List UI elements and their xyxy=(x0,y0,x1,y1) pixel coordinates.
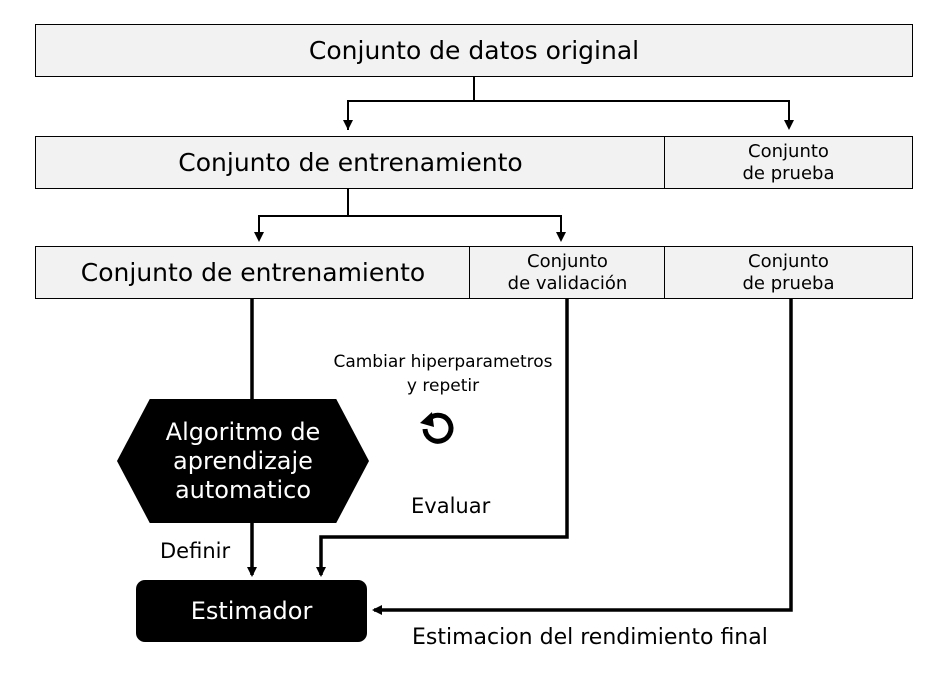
original-dataset-label: Conjunto de datos original xyxy=(308,36,640,65)
split-connector-2 xyxy=(254,188,349,242)
refresh-icon xyxy=(420,412,454,444)
training-set-label-1: Conjunto de entrenamiento xyxy=(178,148,523,177)
training-set-label-2: Conjunto de entrenamiento xyxy=(80,258,426,287)
ml-algorithm-label: Algoritmo de aprendizaje automatico xyxy=(165,417,321,504)
validation-set-label: Conjunto de validación xyxy=(507,250,628,294)
test-set-box-2: Conjunto de prueba xyxy=(664,246,913,299)
hyperparams-label: Cambiar hiperparametros y repetir xyxy=(333,352,553,396)
test-set-label-1: Conjunto de prueba xyxy=(742,140,835,184)
original-dataset-box: Conjunto de datos original xyxy=(35,24,913,77)
evaluate-arrow xyxy=(316,298,569,577)
test-set-label-2: Conjunto de prueba xyxy=(742,250,835,294)
evaluate-label: Evaluar xyxy=(411,494,491,518)
define-label: Definir xyxy=(160,539,231,563)
final-estimate-label: Estimacion del rendimiento final xyxy=(412,625,768,650)
split-connector-1 xyxy=(347,76,475,130)
estimator-label: Estimador xyxy=(190,597,313,625)
test-set-box-1: Conjunto de prueba xyxy=(664,136,913,189)
ml-algorithm-hexagon: Algoritmo de aprendizaje automatico xyxy=(117,399,369,523)
split-arrow-validation xyxy=(348,215,566,242)
validation-set-box: Conjunto de validación xyxy=(469,246,666,299)
training-set-box-2: Conjunto de entrenamiento xyxy=(35,246,471,299)
split-arrow-test1 xyxy=(474,100,794,130)
estimator-box: Estimador xyxy=(136,580,367,642)
final-arrow xyxy=(372,298,793,615)
training-set-box-1: Conjunto de entrenamiento xyxy=(35,136,666,189)
